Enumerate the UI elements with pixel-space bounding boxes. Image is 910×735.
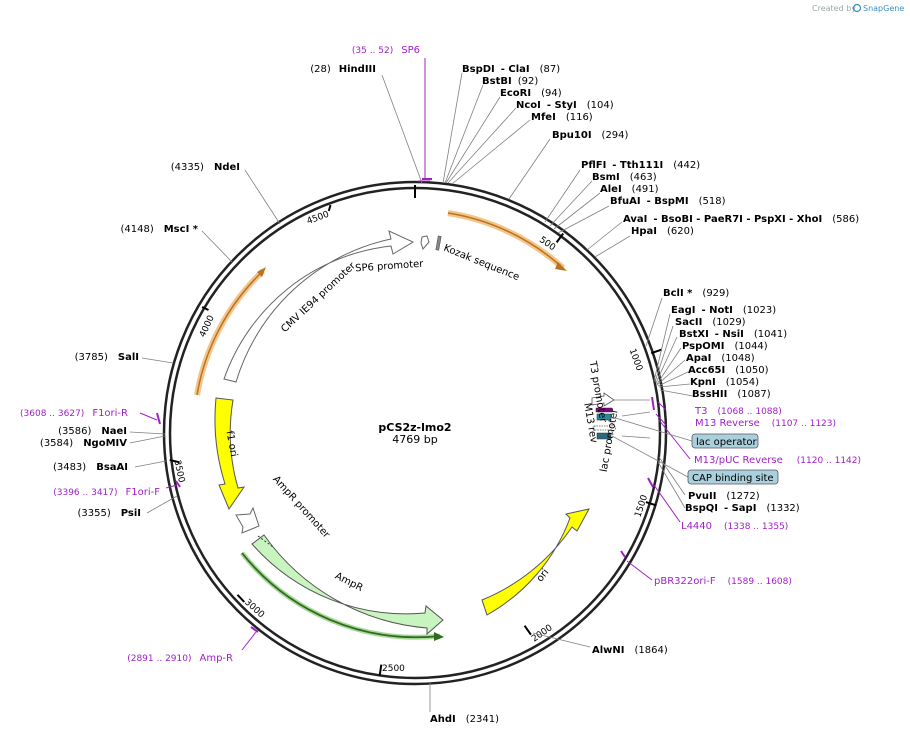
site-label: BsmI(463): [592, 172, 657, 183]
feature-ampr-divider: [257, 535, 274, 548]
site-label: EcoRI(94): [500, 88, 562, 99]
site-label: (4148)MscI *: [120, 224, 198, 235]
orf-arc: [241, 552, 441, 639]
site-label: (4335)NdeI: [171, 162, 240, 173]
site-label: Acc65I(1050): [688, 365, 769, 376]
site-label: AvaI- BsoBI - PaeR7I - PspXI - XhoI(586): [623, 214, 859, 225]
feature-label-cmv-ie94-promoter: CMV IE94 promoter: [279, 260, 358, 335]
feature-ori: [481, 508, 590, 616]
site-label: BspQI- SapI(1332): [685, 503, 800, 514]
site-label: BstXI- NsiI(1041): [679, 329, 787, 340]
primer-label: (3608 .. 3627)F1ori-R: [20, 408, 128, 419]
site-label: BclI *(929): [663, 288, 729, 299]
cap-binding-site-label: CAP binding site: [692, 473, 774, 484]
site-labels-left: (28)HindIII (3355)PsiI (3483)BsaAI (3584…: [40, 64, 376, 519]
site-label: (3586)NaeI: [58, 426, 127, 437]
feature-f1-ori: [214, 397, 246, 511]
feature-label-ampr: AmpR: [333, 571, 365, 594]
watermark-prefix: Created by: [812, 4, 856, 13]
orf-arc: [447, 212, 564, 269]
primer-label: (3396 .. 3417)F1ori-F: [53, 487, 160, 498]
lac-promoter-leader: [621, 435, 651, 439]
lac-operator-box: [691, 433, 759, 449]
site-label: BfuAI- BspMI(518): [610, 196, 726, 207]
site-label: (3785)SalI: [75, 352, 139, 363]
feature-m13-rev-icon: [595, 407, 613, 413]
primer-marks: [139, 58, 691, 651]
primer-labels: (35 .. 52)SP6 T3(1068 .. 1088) M13 Rever…: [20, 45, 861, 664]
site-label: PflFI- Tth111I(442): [581, 160, 700, 171]
feature-lac-promoter-icon: [593, 421, 617, 435]
site-label: KpnI(1054): [690, 377, 759, 388]
site-label: (3355)PsiI: [77, 508, 141, 519]
site-leader-lines: [129, 72, 694, 712]
primer-label: L4440(1338 .. 1355): [681, 521, 788, 532]
site-label: (3584)NgoMIV: [40, 438, 127, 449]
tick-marks: [169, 204, 663, 676]
primer-label: pBR322ori-F(1589 .. 1608): [654, 576, 792, 587]
plasmid-name: pCS2z-lmo2: [378, 421, 451, 434]
site-label: BssHII(1087): [692, 389, 771, 400]
site-label: HpaI(620): [631, 226, 694, 237]
feature-kozak-icon: [435, 235, 442, 251]
site-label: NcoI- StyI(104): [516, 100, 614, 111]
lac-operator-leader: [611, 416, 693, 442]
feature-sp6-promoter-icon: [420, 235, 430, 250]
tick-label: 2500: [382, 664, 405, 674]
feature-label-sp6-promoter: SP6 promoter: [355, 259, 425, 275]
site-label: ApaI(1048): [686, 353, 755, 364]
primer-label: M13 Reverse(1107 .. 1123): [695, 418, 836, 429]
primer-label: M13/pUC Reverse(1120 .. 1142): [694, 455, 861, 466]
site-label: Bpu10I(294): [552, 130, 629, 141]
orf-arc-arrowhead: [555, 262, 567, 271]
tick-label: 1000: [627, 347, 644, 372]
tick-label: 3500: [171, 459, 186, 484]
feature-cmv-promoter: [223, 230, 415, 383]
site-label: (28)HindIII: [310, 64, 376, 75]
site-label: AleI(491): [600, 184, 659, 195]
m13-rev-leader: [621, 411, 651, 417]
feature-ampr-promoter-icon: [235, 506, 260, 534]
primer-label: (35 .. 52)SP6: [352, 45, 420, 56]
orf-arc-arrowhead: [434, 632, 444, 641]
feature-label-ampr-promoter: AmpR promoter: [270, 474, 332, 541]
snapgene-logo-icon: [852, 3, 862, 13]
site-label: BstBI(92): [482, 76, 538, 87]
site-label: BspDI- ClaI(87): [462, 64, 560, 75]
feature-label-f1-ori: f1 ori: [224, 430, 239, 458]
primer-label: T3(1068 .. 1088): [694, 406, 782, 417]
feature-cap-site-icon: [596, 432, 612, 440]
lac-operator-label: lac operator: [696, 437, 757, 448]
site-label: PspOMI(1044): [682, 341, 768, 352]
site-label: EagI- NotI(1023): [671, 305, 776, 316]
watermark-brand: SnapGene: [863, 4, 904, 13]
primer-label: (2891 .. 2910)Amp-R: [127, 653, 233, 664]
feature-lac-operator-icon: [596, 413, 612, 421]
feature-ampr: [251, 534, 444, 636]
cap-site-leader: [611, 435, 689, 478]
site-labels-right: BspDI- ClaI(87) BstBI(92) EcoRI(94) NcoI…: [430, 64, 859, 725]
orf-arc-arrowhead: [257, 267, 266, 277]
site-label: SacII(1029): [675, 317, 746, 328]
feature-label-kozak-sequence: Kozak sequence: [442, 243, 521, 283]
site-label: (3483)BsaAI: [53, 462, 128, 473]
site-label: AlwNI(1864): [592, 645, 668, 656]
site-label: MfeI(116): [531, 112, 593, 123]
site-label: PvuII(1272): [688, 491, 760, 502]
plasmid-size: 4769 bp: [392, 433, 437, 446]
cap-binding-site-box: [687, 469, 779, 485]
orf-arc: [196, 270, 264, 396]
feature-t3-promoter-icon: [591, 392, 615, 407]
site-label: AhdI(2341): [430, 714, 499, 725]
